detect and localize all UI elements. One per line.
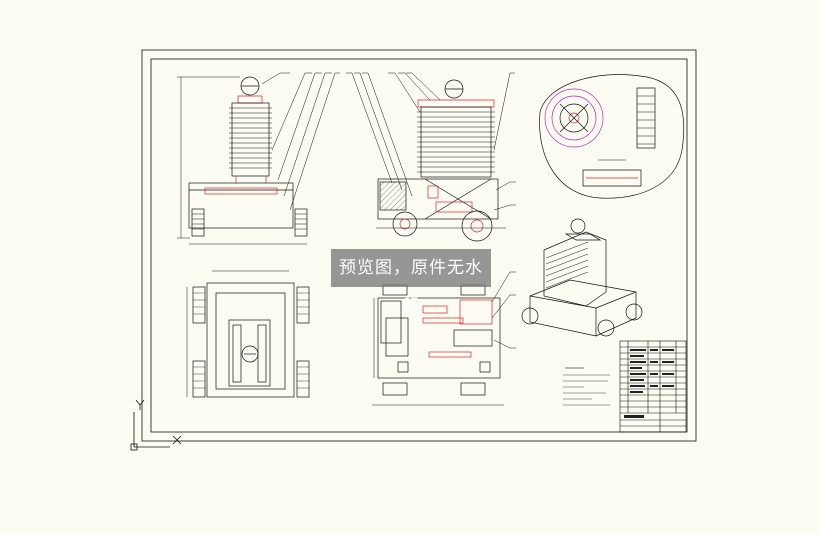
top-view — [186, 270, 310, 398]
isometric-view — [521, 218, 643, 337]
drawing-inner-frame — [150, 58, 688, 433]
wheel-detail — [539, 74, 685, 199]
title-block — [619, 340, 687, 433]
ucs-axis-icon — [130, 399, 182, 451]
technical-notes — [563, 367, 610, 406]
side-view — [346, 72, 516, 242]
title-block-fill — [624, 349, 674, 418]
section-view — [372, 271, 516, 406]
watermark-banner: 预览图，原件无水印 — [331, 249, 491, 316]
front-view — [177, 72, 340, 245]
drawing-outer-frame — [141, 49, 697, 442]
